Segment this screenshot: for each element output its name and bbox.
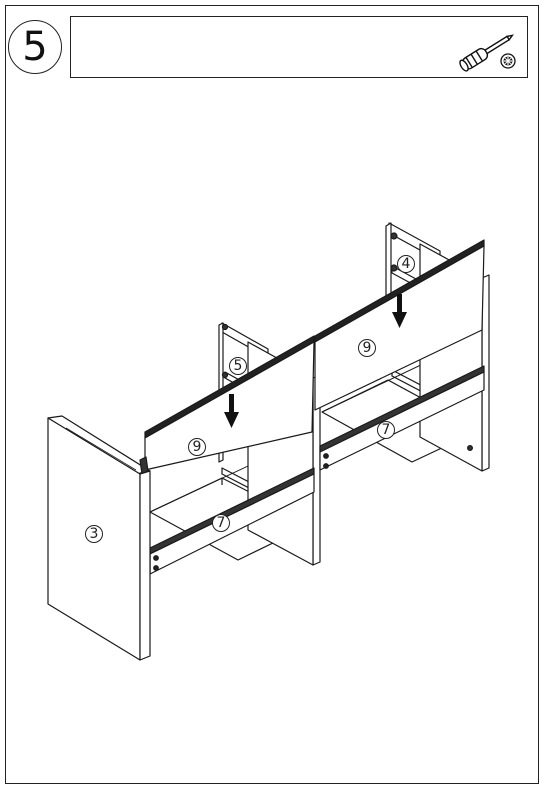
part-label-5: 5: [234, 358, 243, 374]
front-rail-7-right: [319, 365, 485, 471]
screwdriver-icon: [459, 34, 516, 72]
part-label-7-left: 7: [217, 515, 226, 531]
part-callout-9-right: [358, 339, 376, 357]
step-number-badge: 5: [8, 20, 62, 74]
step-number: 5: [22, 24, 48, 70]
part-callout-9-left: [188, 438, 206, 456]
part-callout-3: [85, 525, 103, 543]
part-callout-7-right: [377, 421, 395, 439]
part-label-7-right: 7: [382, 422, 391, 438]
down-arrow-right: [392, 294, 407, 328]
part-label-9-left: 9: [193, 439, 202, 455]
part-callout-4: [397, 255, 415, 273]
part-callout-5: [229, 357, 247, 375]
part-label-9-right: 9: [363, 340, 372, 356]
part-label-3: 3: [90, 526, 99, 542]
part-callout-7-left: [212, 514, 230, 532]
page-frame: [5, 5, 539, 784]
down-arrow-left: [224, 394, 239, 428]
tool-box: [70, 16, 528, 78]
part-label-4: 4: [402, 256, 411, 272]
